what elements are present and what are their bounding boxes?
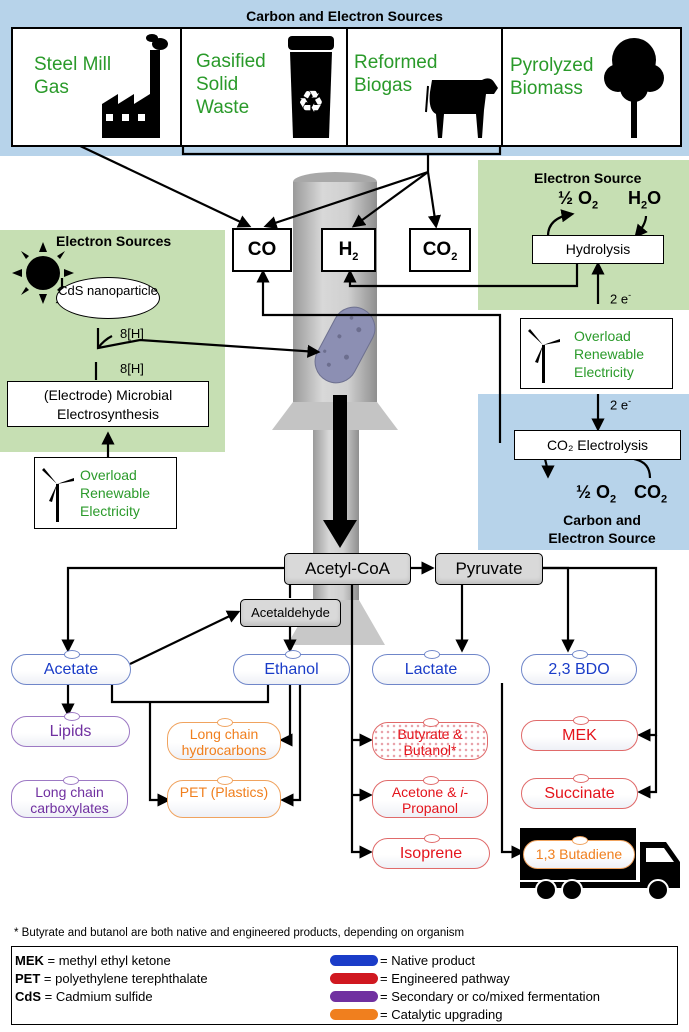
product-ethanol: Ethanol [233,650,350,685]
acetaldehyde-box: Acetaldehyde [240,599,341,627]
right-renewable-box [520,318,673,389]
source-solid-waste [180,29,348,145]
cds-nanoparticle: CdS nanoparticle [56,277,160,319]
product-succinate: Succinate [521,774,638,809]
tree-icon [604,38,664,138]
product-acetate: Acetate [11,650,131,685]
legend-abbreviations: MEK = methyl ethyl ketone PET = polyethy… [15,952,208,1006]
electrode-box: (Electrode) Microbial Electrosynthesis [7,381,209,427]
h-label-2: 8[H] [120,361,144,376]
co2-subscript: 2 [451,250,458,263]
product-butyrate: Butyrate & Butanol* [372,718,488,760]
product-mek: MEK [521,716,638,751]
legend-swatch-native [330,955,378,966]
main-flow-arrow [333,395,347,522]
legend-abbrev-pet: PET = polyethylene terephthalate [15,971,208,986]
product-lipids: Lipids [11,712,130,747]
left-panel-title: Electron Sources [56,233,172,249]
top-panel-title: Carbon and Electron Sources [246,8,443,24]
footnote: * Butyrate and butanol are both native a… [14,927,465,939]
water-label: H2O [628,188,662,212]
right-top-panel-title: Electron Source [534,170,642,186]
co2-electrolysis-box: CO₂ Electrolysis [514,430,681,460]
source-label-solid-waste: Gasified Solid Waste [196,51,266,118]
half-o2-label: ½ O2 [558,188,599,212]
product-pet: PET (Plastics) [167,776,281,818]
right-renewable-label: Overload Renewable Electricity [574,328,645,380]
wind-turbine-icon-right [528,329,560,383]
source-label-steel-mill: Steel Mill Gas [34,54,112,98]
legend-catalytic: = Catalytic upgrading [380,1007,503,1022]
legend-colors: = Native product = Engineered pathway = … [380,952,600,1024]
legend-box [11,946,678,1025]
co2-label: CO [422,239,452,260]
legend-engineered: = Engineered pathway [380,971,510,986]
electrons-label-mid: 2 e- [610,396,632,413]
co2-box: CO2 [409,228,471,272]
pyruvate-box: Pyruvate [435,553,543,585]
right-bottom-panel-bg [478,394,689,550]
product-long-chain-hydrocarbons: Long chain hydrocarbons [167,718,281,760]
svg-text:♻: ♻ [298,85,325,120]
legend-abbrev-mek: MEK = methyl ethyl ketone [15,953,171,968]
source-steel-mill [13,29,182,145]
source-label-biomass: Pyrolyzed Biomass [510,55,594,99]
half-o2-label-bottom: ½ O2 [576,482,617,506]
source-biogas [346,29,503,145]
product-bdo: 2,3 BDO [521,650,637,685]
factory-icon [102,34,168,138]
co-label: CO [247,239,277,260]
co-box: CO [232,228,292,272]
product-acetone: Acetone & i-Propanol [372,776,488,818]
acetyl-coa-box: Acetyl-CoA [284,553,411,585]
electrons-label-top: 2 e- [610,290,632,307]
cow-icon [425,78,498,138]
left-renewable-label: Overload Renewable Electricity [80,467,151,519]
product-isoprene: Isoprene [372,834,490,869]
source-label-biogas: Reformed Biogas [354,52,438,96]
h2-label: H [338,239,353,260]
h2-subscript: 2 [352,250,359,263]
product-butadiene: 1,3 Butadiene [523,836,635,869]
hydrolysis-box: Hydrolysis [532,235,664,264]
co2-label-bottom: CO2 [634,482,668,506]
h2-box: H2 [321,228,376,272]
h-label-1: 8[H] [120,326,144,341]
right-bottom-panel-title: Carbon and Electron Source [548,512,656,546]
product-long-chain-carboxylates: Long chain carboxylates [11,776,128,818]
recycle-bin-icon: ♻ [288,36,334,138]
legend-swatch-catalytic [330,1009,378,1020]
legend-swatch-secondary [330,991,378,1002]
legend-native: = Native product [380,953,476,968]
product-lactate: Lactate [372,650,490,685]
legend-swatch-engineered [330,973,378,984]
legend-abbrev-cds: CdS = Cadmium sulfide [15,989,153,1004]
microbe-icon [314,306,376,384]
legend-secondary: = Secondary or co/mixed fermentation [380,989,601,1004]
wind-turbine-icon [42,468,74,522]
